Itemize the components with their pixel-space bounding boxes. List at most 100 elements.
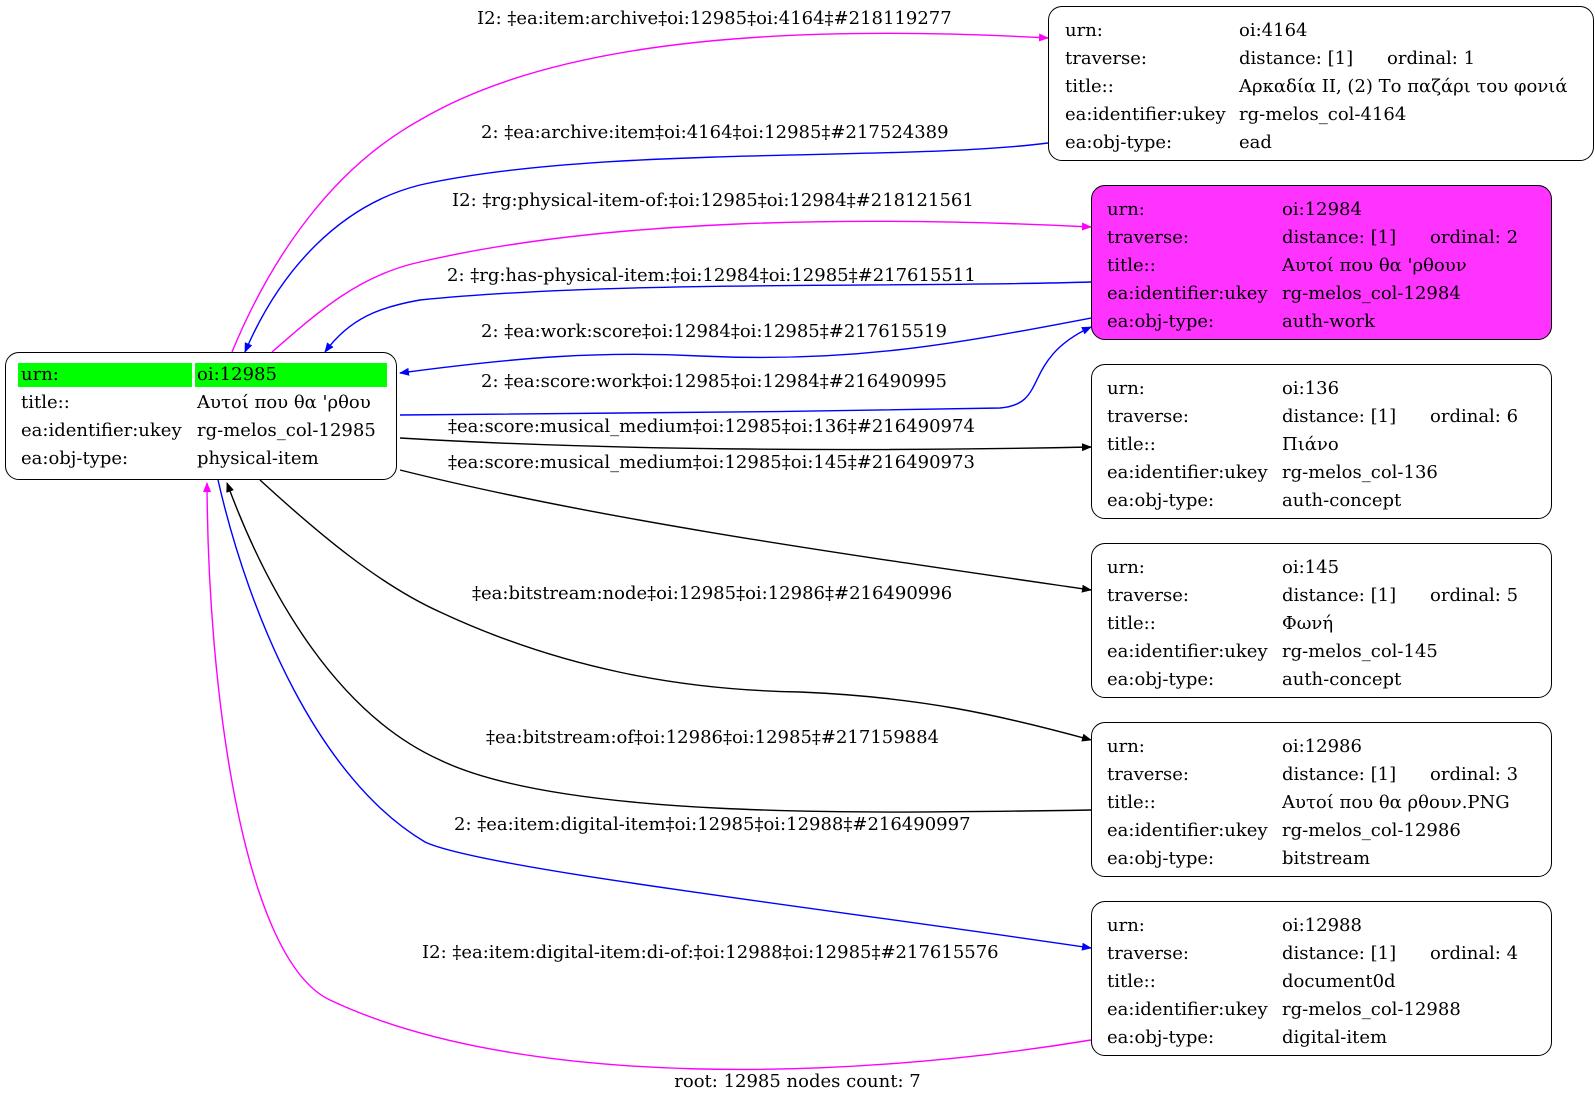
node-row: urn: oi:12988 bbox=[1092, 913, 1551, 939]
node-key: traverse: bbox=[1107, 227, 1189, 248]
node-value: rg-melos_col-136 bbox=[1282, 462, 1438, 483]
node-key: ea:obj-type: bbox=[1107, 669, 1215, 690]
node-145[interactable]: urn: oi:145 traverse: distance: [1] ordi… bbox=[1091, 543, 1552, 698]
node-ordinal: ordinal: 3 bbox=[1430, 764, 1519, 785]
node-value: rg-melos_col-12986 bbox=[1282, 820, 1461, 841]
node-value: oi:136 bbox=[1282, 378, 1340, 399]
edge-label: ‡ea:bitstream:node‡oi:12985‡oi:12986‡#21… bbox=[472, 583, 953, 604]
node-key: title:: bbox=[1065, 76, 1114, 97]
edge-archive-item[interactable] bbox=[244, 142, 1049, 353]
node-136[interactable]: urn: oi:136 traverse: distance: [1] ordi… bbox=[1091, 364, 1552, 519]
root-highlight-row bbox=[18, 363, 387, 387]
node-row: title:: Αρκαδία II, (2) Το παζάρι του φο… bbox=[1049, 74, 1593, 100]
node-row: ea:identifier:ukey rg-melos_col-12986 bbox=[1092, 818, 1551, 844]
node-12984-selected[interactable]: urn: oi:12984 traverse: distance: [1] or… bbox=[1091, 185, 1552, 340]
node-row: traverse: distance: [1] ordinal: 1 bbox=[1049, 46, 1593, 72]
node-value: distance: [1] bbox=[1282, 227, 1397, 248]
node-key: urn: bbox=[1107, 378, 1145, 399]
edge-digital-item-di-of[interactable] bbox=[203, 482, 1092, 1071]
node-row: urn: oi:12984 bbox=[1092, 197, 1551, 223]
node-row: title:: Αυτοί που θα ρθουν.PNG bbox=[1092, 790, 1551, 816]
edge-label: 2: ‡ea:archive:item‡oi:4164‡oi:12985‡#21… bbox=[481, 122, 949, 143]
node-key: ea:obj-type: bbox=[1107, 311, 1215, 332]
node-value: rg-melos_col-12984 bbox=[1282, 283, 1461, 304]
node-value: rg-melos_col-12988 bbox=[1282, 999, 1461, 1020]
edge-item-archive[interactable] bbox=[231, 32, 1049, 353]
node-key: ea:obj-type: bbox=[1107, 1027, 1215, 1048]
edge-musical-medium-136[interactable] bbox=[399, 437, 1092, 452]
node-value: oi:12985 bbox=[197, 364, 277, 385]
node-key: title:: bbox=[1107, 613, 1156, 634]
node-row: traverse: distance: [1] ordinal: 6 bbox=[1092, 404, 1551, 430]
node-value: Αυτοί που θα 'ρθουν bbox=[1282, 255, 1467, 276]
node-row: ea:obj-type: bitstream bbox=[1092, 846, 1551, 872]
node-value: Αρκαδία II, (2) Το παζάρι του φονιά bbox=[1239, 76, 1568, 97]
node-row: traverse: distance: [1] ordinal: 3 bbox=[1092, 762, 1551, 788]
node-key: ea:obj-type: bbox=[21, 448, 129, 469]
node-ordinal: ordinal: 4 bbox=[1430, 943, 1519, 964]
node-row: ea:obj-type: physical-item bbox=[6, 446, 396, 472]
node-row: ea:obj-type: auth-concept bbox=[1092, 667, 1551, 693]
node-4164[interactable]: urn: oi:4164 traverse: distance: [1] ord… bbox=[1048, 6, 1594, 161]
node-row: title:: Πιάνο bbox=[1092, 432, 1551, 458]
node-key: ea:identifier:ukey bbox=[1107, 999, 1268, 1020]
node-key: urn: bbox=[1107, 915, 1145, 936]
node-value: rg-melos_col-145 bbox=[1282, 641, 1438, 662]
node-value: Αυτοί που θα 'ρθου bbox=[197, 392, 371, 413]
node-row: urn: oi:12986 bbox=[1092, 734, 1551, 760]
edge-physical-item-of[interactable] bbox=[271, 220, 1092, 353]
edge-bitstream-of[interactable] bbox=[226, 482, 1092, 813]
node-row: ea:obj-type: ead bbox=[1049, 130, 1593, 156]
node-value: distance: [1] bbox=[1282, 764, 1397, 785]
node-value: distance: [1] bbox=[1282, 585, 1397, 606]
edge-score-work[interactable] bbox=[399, 326, 1092, 416]
node-row: ea:identifier:ukey rg-melos_col-12988 bbox=[1092, 997, 1551, 1023]
node-row: traverse: distance: [1] ordinal: 5 bbox=[1092, 583, 1551, 609]
node-value: oi:12988 bbox=[1282, 915, 1362, 936]
node-value: document0d bbox=[1282, 971, 1396, 992]
node-12988[interactable]: urn: oi:12988 traverse: distance: [1] or… bbox=[1091, 901, 1552, 1056]
node-key: title:: bbox=[1107, 434, 1156, 455]
node-key: urn: bbox=[21, 364, 59, 385]
node-key: title:: bbox=[21, 392, 70, 413]
node-row: ea:identifier:ukey rg-melos_col-4164 bbox=[1049, 102, 1593, 128]
node-key: ea:identifier:ukey bbox=[1065, 104, 1226, 125]
node-row: urn: oi:145 bbox=[1092, 555, 1551, 581]
edge-label: ‡ea:score:musical_medium‡oi:12985‡oi:145… bbox=[448, 452, 975, 473]
node-key: urn: bbox=[1107, 736, 1145, 757]
edge-musical-medium-145[interactable] bbox=[399, 469, 1092, 593]
node-value: rg-melos_col-12985 bbox=[197, 420, 376, 441]
node-value: Πιάνο bbox=[1282, 434, 1339, 455]
edge-label: 2: ‡rg:has-physical-item:‡oi:12984‡oi:12… bbox=[447, 265, 976, 286]
node-key: traverse: bbox=[1107, 764, 1189, 785]
edge-label: 2: ‡ea:work:score‡oi:12984‡oi:12985‡#217… bbox=[481, 321, 947, 342]
node-value: auth-concept bbox=[1282, 490, 1402, 511]
node-root-12985[interactable]: urn: oi:12985 title:: Αυτοί που θα 'ρθου… bbox=[5, 352, 397, 480]
node-row: urn: oi:4164 bbox=[1049, 18, 1593, 44]
node-ordinal: ordinal: 2 bbox=[1430, 227, 1519, 248]
node-key: urn: bbox=[1107, 199, 1145, 220]
node-ordinal: ordinal: 6 bbox=[1430, 406, 1519, 427]
node-key: title:: bbox=[1107, 255, 1156, 276]
node-key: urn: bbox=[1065, 20, 1103, 41]
node-12986[interactable]: urn: oi:12986 traverse: distance: [1] or… bbox=[1091, 722, 1552, 877]
graph-footer: root: 12985 nodes count: 7 bbox=[674, 1071, 921, 1092]
node-row: urn: oi:12985 bbox=[6, 362, 396, 388]
node-value: distance: [1] bbox=[1282, 406, 1397, 427]
edge-label: 2: ‡ea:item:digital-item‡oi:12985‡oi:129… bbox=[454, 814, 971, 835]
node-row: ea:obj-type: digital-item bbox=[1092, 1025, 1551, 1051]
node-row: ea:identifier:ukey rg-melos_col-12984 bbox=[1092, 281, 1551, 307]
edge-label: I2: ‡ea:item:archive‡oi:12985‡oi:4164‡#2… bbox=[477, 8, 952, 29]
node-value: bitstream bbox=[1282, 848, 1371, 869]
edge-bitstream-node[interactable] bbox=[259, 479, 1092, 742]
edge-has-physical-item[interactable] bbox=[324, 281, 1092, 353]
node-key: traverse: bbox=[1107, 585, 1189, 606]
node-row: title:: Φωνή bbox=[1092, 611, 1551, 637]
node-row: title:: document0d bbox=[1092, 969, 1551, 995]
node-key: ea:identifier:ukey bbox=[21, 420, 182, 441]
node-key: traverse: bbox=[1065, 48, 1147, 69]
edge-item-digital-item[interactable] bbox=[217, 479, 1092, 951]
node-key: ea:identifier:ukey bbox=[1107, 641, 1268, 662]
edge-work-score[interactable] bbox=[399, 317, 1092, 376]
